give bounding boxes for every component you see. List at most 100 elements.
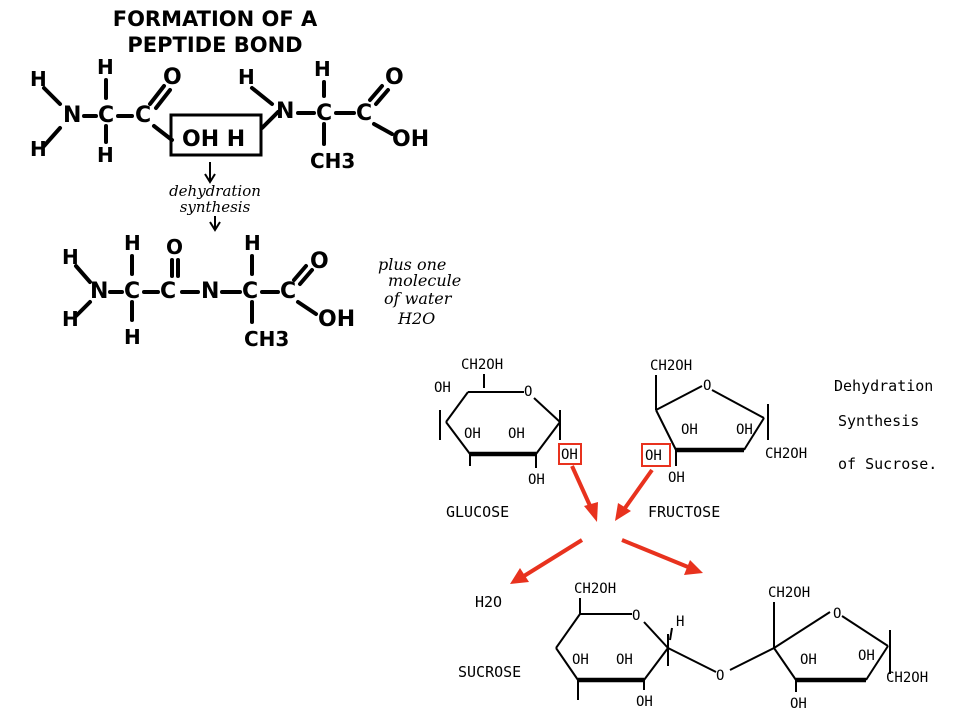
glucose-oh-highlight: [558, 443, 582, 465]
bridge-oxygen: O: [716, 668, 724, 684]
atom-o: O: [163, 65, 182, 90]
atom-h: H: [124, 325, 141, 349]
double-bond: [148, 84, 166, 106]
reaction-label-line2: synthesis: [180, 198, 251, 216]
water-label: H2O: [475, 593, 502, 611]
arrow-head: [615, 503, 631, 521]
oh-group: OH: [645, 448, 662, 464]
ring-bond: [533, 397, 561, 423]
atom-h: H: [97, 143, 114, 167]
ring-bond: [643, 621, 669, 649]
hydroxyl-group: OH: [318, 307, 355, 332]
reaction-arrow-head: [204, 173, 216, 184]
glycosidic-bond: [667, 647, 717, 673]
removed-group-label: OH H: [182, 127, 245, 152]
ch2oh-group: CH2OH: [765, 446, 807, 462]
oh-group: OH: [636, 694, 653, 710]
fructose-oh-highlight: [641, 443, 671, 467]
h-atom: H: [676, 614, 684, 630]
oh-group: OH: [434, 380, 451, 396]
ring-bond: [445, 421, 471, 455]
note-line3: of water: [384, 289, 453, 308]
ring-bond: [555, 647, 579, 681]
peptide-bond-section: FORMATION OF A PEPTIDE BOND H H N C H H …: [30, 7, 461, 351]
arrow-shaft: [621, 538, 689, 569]
fructose-molecule: CH2OH O OH CH2OH OH OH OH FRUCTOSE: [641, 358, 807, 521]
arrow-shaft: [570, 465, 593, 509]
atom-c: C: [135, 103, 151, 128]
ring-bond: [865, 645, 889, 681]
bond: [42, 86, 62, 106]
amino-acid-1: H H N C H H C O: [30, 55, 182, 167]
arrow-shaft: [522, 538, 584, 578]
atom-n: N: [201, 279, 219, 304]
atom-h: H: [30, 137, 47, 161]
ring-oxygen: O: [703, 378, 711, 394]
sucrose-molecule: SUCROSE CH2OH O H OH OH OH O CH2OH: [458, 581, 928, 712]
oh-group: OH: [681, 422, 698, 438]
atom-c: C: [98, 103, 114, 128]
arrow-head: [584, 502, 598, 522]
atom-h: H: [124, 231, 141, 255]
ring-oxygen: O: [632, 608, 640, 624]
amino-acid-2: H N C H CH3 C O OH: [238, 57, 429, 173]
bond: [372, 122, 394, 136]
peptide-title-line2: PEPTIDE BOND: [127, 33, 302, 57]
bond: [152, 124, 174, 142]
ch2oh-group: CH2OH: [574, 581, 616, 597]
atom-o: O: [310, 249, 329, 274]
bond: [260, 110, 280, 130]
note-line4: H2O: [397, 309, 435, 328]
atom-h: H: [30, 67, 47, 91]
ring-bond: [711, 389, 765, 419]
atom-c: C: [160, 279, 176, 304]
atom-c: C: [356, 101, 372, 126]
note-line1: plus one: [378, 255, 446, 274]
atom-n: N: [90, 279, 108, 304]
atom-h: H: [62, 245, 79, 269]
fructose-label: FRUCTOSE: [648, 503, 720, 521]
oh-group: OH: [561, 447, 578, 463]
ring-bond: [655, 385, 703, 411]
water-note: plus one molecule of water H2O: [378, 255, 461, 328]
oh-group: OH: [736, 422, 753, 438]
glucose-molecule: CH2OH OH O OH OH OH OH GLUCOSE: [434, 357, 582, 521]
ring-oxygen: O: [833, 606, 841, 622]
double-bond: [154, 88, 172, 110]
reaction-label-line1: dehydration: [169, 182, 261, 200]
double-bond: [374, 88, 390, 106]
reaction-arrow-head: [209, 221, 221, 232]
oh-group: OH: [790, 696, 807, 712]
atom-h: H: [244, 231, 261, 255]
methyl-group: CH3: [310, 149, 355, 173]
note-line2: molecule: [388, 271, 461, 290]
ring-bond: [773, 647, 797, 681]
bond: [250, 86, 274, 106]
bond: [669, 627, 673, 641]
ring-bond: [555, 613, 581, 649]
oh-group: OH: [800, 652, 817, 668]
arrow-head: [510, 568, 529, 584]
oh-group: OH: [668, 470, 685, 486]
oh-group: OH: [858, 648, 875, 664]
hydroxyl-group: OH: [392, 127, 429, 152]
oh-group: OH: [528, 472, 545, 488]
ring-bond: [655, 409, 677, 451]
ch2oh-group: CH2OH: [768, 585, 810, 601]
double-bond: [298, 268, 314, 286]
glucose-label: GLUCOSE: [446, 503, 509, 521]
oh-group: OH: [508, 426, 525, 442]
bond: [74, 264, 92, 284]
bond: [296, 300, 318, 316]
ring-bond: [535, 421, 561, 455]
ring-oxygen: O: [524, 384, 532, 400]
removed-group-box: [169, 113, 263, 157]
oh-group: OH: [616, 652, 633, 668]
ch2oh-group: CH2OH: [886, 670, 928, 686]
arrow-head: [684, 560, 703, 575]
atom-c: C: [124, 279, 140, 304]
ring-bond: [773, 611, 831, 649]
sucrose-title-line3: of Sucrose.: [838, 455, 937, 473]
